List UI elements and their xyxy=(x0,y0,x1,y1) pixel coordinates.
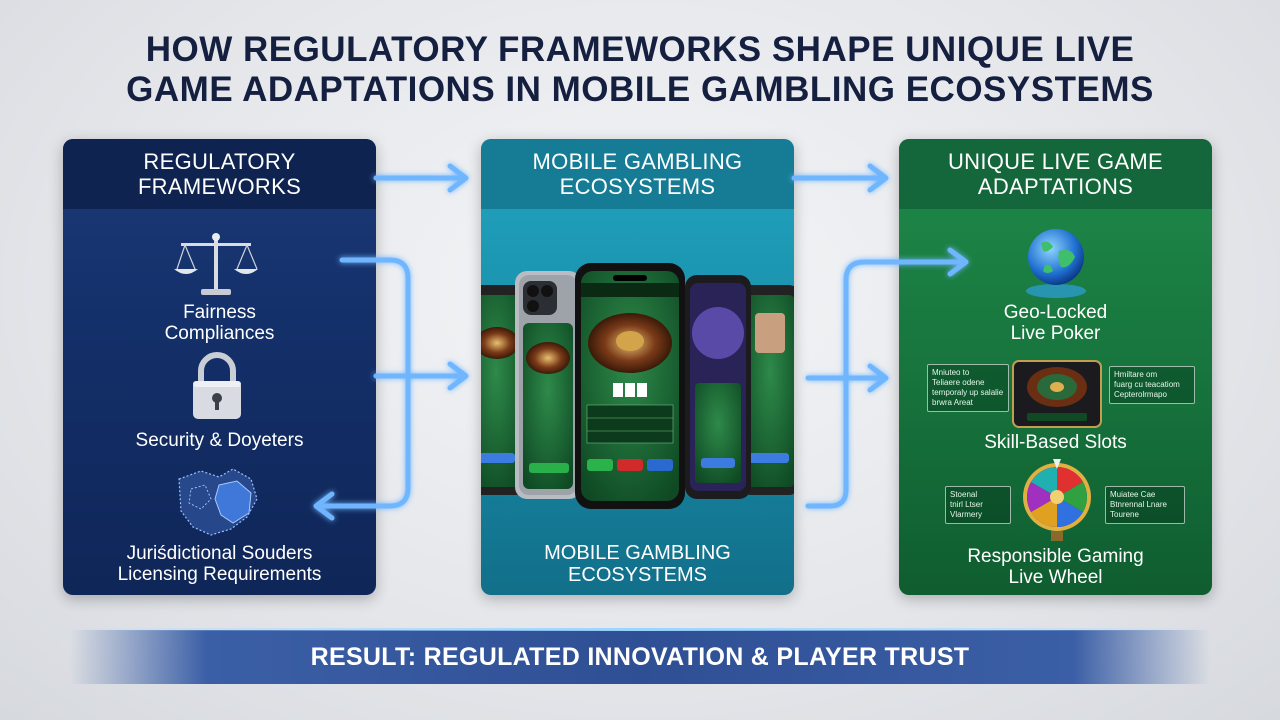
geo-locked-line-1: Geo-Locked xyxy=(1003,302,1108,323)
callout-bottom-left: Stoenal tnirl Ltser Vlarmery xyxy=(945,486,1011,524)
globe-icon xyxy=(1017,221,1095,301)
fairness-label-line-1: Fairness xyxy=(183,302,256,323)
phone-back-left xyxy=(481,285,525,495)
arrow-loop-regulatory xyxy=(317,257,411,509)
callout-top-right: Hmiltare om fuarg cu teacatiom Cepterolr… xyxy=(1109,366,1195,404)
title-line-2: GAME ADAPTATIONS IN MOBILE GAMBLING ECOS… xyxy=(126,70,1154,109)
arrow-loop-to-globe xyxy=(805,259,965,509)
callout-1-line-2: fuarg cu teacatiom xyxy=(1114,380,1180,389)
map-icon xyxy=(171,465,271,541)
adaptations-panel-header: UNIQUE LIVE GAME ADAPTATIONS xyxy=(899,139,1212,209)
callout-top-left: Mniuteo to Teliaere odene temporaly up s… xyxy=(927,364,1009,412)
adaptations-header-line-1: UNIQUE LIVE GAME xyxy=(947,149,1164,174)
smartphones-illustration xyxy=(481,263,794,513)
result-text: RESULT: REGULATED INNOVATION & PLAYER TR… xyxy=(310,642,970,671)
callout-0-line-4: brwra Areat xyxy=(932,398,973,407)
phone-mid-left xyxy=(515,271,581,499)
padlock-icon xyxy=(187,351,247,423)
mobile-footer-label: MOBILE GAMBLING ECOSYSTEMS xyxy=(481,542,794,586)
title-line-1: HOW REGULATORY FRAMEWORKS SHAPE UNIQUE L… xyxy=(145,30,1135,69)
skill-based-slots-label: Skill-Based Slots xyxy=(899,432,1212,453)
mobile-footer-line-2: ECOSYSTEMS xyxy=(568,564,707,586)
regulatory-frameworks-panel: REGULATORY FRAMEWORKS Fairness Complianc… xyxy=(63,139,376,595)
callout-3-line-3: Tourene xyxy=(1110,510,1139,519)
responsible-gaming-label: Responsible Gaming Live Wheel xyxy=(899,546,1212,588)
phone-mid-right xyxy=(685,275,751,499)
callout-2-line-3: Vlarmery xyxy=(950,510,983,519)
scales-icon xyxy=(171,231,261,301)
phone-back-right xyxy=(741,285,794,495)
licensing-label: Juriśdictional Souders Licensing Require… xyxy=(63,543,376,585)
callout-1-line-3: Cepterolrmapo xyxy=(1114,390,1167,399)
geo-locked-label: Geo-Locked Live Poker xyxy=(899,302,1212,344)
callout-2-line-2: tnirl Ltser xyxy=(950,500,983,509)
callout-3-line-1: Muiatee Cae xyxy=(1110,490,1156,499)
responsible-gaming-line-2: Live Wheel xyxy=(1008,567,1103,588)
regulatory-header-line-1: REGULATORY xyxy=(143,149,296,174)
fairness-label: Fairness Compliances xyxy=(63,302,376,344)
licensing-label-line-2: Licensing Requirements xyxy=(117,564,322,585)
skill-slots-line-1: Skill-Based Slots xyxy=(984,432,1127,453)
mobile-gambling-panel: MOBILE GAMBLING ECOSYSTEMS xyxy=(481,139,794,595)
mobile-footer-line-1: MOBILE GAMBLING xyxy=(544,542,731,564)
fairness-label-line-2: Compliances xyxy=(164,323,275,344)
mobile-header-line-2: ECOSYSTEMS xyxy=(559,174,716,199)
geo-locked-line-2: Live Poker xyxy=(1010,323,1101,344)
regulatory-panel-header: REGULATORY FRAMEWORKS xyxy=(63,139,376,209)
security-label: Security & Doyeters xyxy=(63,430,376,451)
callout-3-line-2: Btnrennal Lnare xyxy=(1110,500,1167,509)
result-banner: RESULT: REGULATED INNOVATION & PLAYER TR… xyxy=(70,628,1210,684)
callout-1-line-1: Hmiltare om xyxy=(1114,370,1158,379)
callout-bottom-right: Muiatee Cae Btnrennal Lnare Tourene xyxy=(1105,486,1185,524)
responsible-gaming-line-1: Responsible Gaming xyxy=(967,546,1144,567)
callout-0-line-1: Mniuteo to xyxy=(932,368,970,377)
mobile-panel-header: MOBILE GAMBLING ECOSYSTEMS xyxy=(481,139,794,209)
licensing-label-line-1: Juriśdictional Souders xyxy=(126,543,313,564)
unique-live-game-panel: UNIQUE LIVE GAME ADAPTATIONS Geo-Locked … xyxy=(899,139,1212,595)
wheel-icon xyxy=(1017,457,1097,543)
adaptations-header-line-2: ADAPTATIONS xyxy=(977,174,1134,199)
roulette-slot-icon xyxy=(1009,355,1105,431)
callout-0-line-2: Teliaere odene xyxy=(932,378,985,387)
phone-center xyxy=(575,263,685,509)
mobile-header-line-1: MOBILE GAMBLING xyxy=(532,149,743,174)
callout-0-line-3: temporaly up salalie xyxy=(932,388,1004,397)
security-label-line-1: Security & Doyeters xyxy=(135,430,304,451)
page-title: HOW REGULATORY FRAMEWORKS SHAPE UNIQUE L… xyxy=(40,30,1240,110)
callout-2-line-1: Stoenal xyxy=(950,490,978,499)
regulatory-header-line-2: FRAMEWORKS xyxy=(137,174,302,199)
